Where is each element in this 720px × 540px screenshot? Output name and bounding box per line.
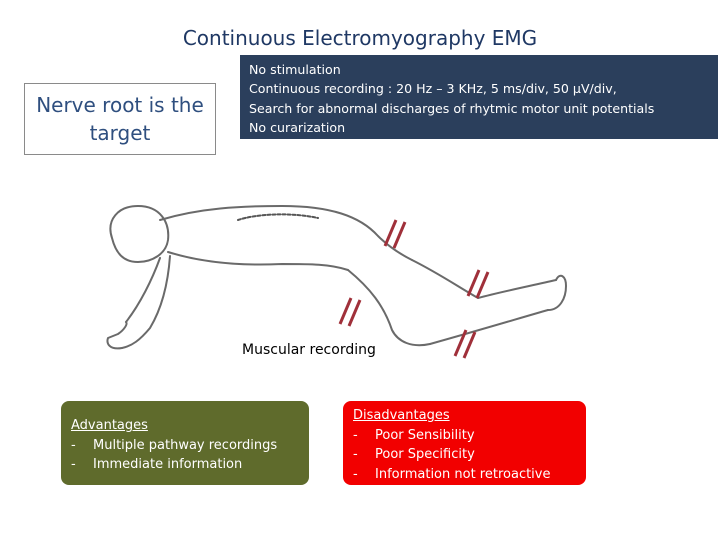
patient-head bbox=[110, 206, 168, 262]
recording-marker bbox=[340, 298, 351, 324]
patient-thigh bbox=[348, 270, 430, 345]
patient-arm-inner bbox=[126, 258, 160, 322]
recording-marker bbox=[385, 220, 396, 246]
advantages-item: -Immediate information bbox=[71, 455, 309, 475]
patient-hand bbox=[108, 322, 127, 348]
page-title: Continuous Electromyography EMG bbox=[0, 26, 720, 50]
recording-marker bbox=[349, 300, 360, 326]
disadvantages-box: Disadvantages -Poor Sensibility -Poor Sp… bbox=[343, 401, 586, 485]
advantages-box: Advantages -Multiple pathway recordings … bbox=[61, 401, 309, 485]
patient-lower-leg bbox=[430, 310, 548, 344]
settings-line: No stimulation bbox=[249, 60, 718, 79]
disadvantages-heading: Disadvantages bbox=[353, 406, 586, 426]
settings-line: Search for abnormal discharges of rhytmi… bbox=[249, 99, 718, 118]
recording-marker bbox=[477, 272, 488, 298]
disadvantages-item-text: Poor Sensibility bbox=[375, 428, 475, 443]
settings-line: No curarization bbox=[249, 118, 718, 137]
target-box-line: target bbox=[36, 119, 204, 147]
recording-marker bbox=[394, 222, 405, 248]
disadvantages-item-text: Information not retroactive bbox=[375, 467, 551, 482]
recording-marker bbox=[455, 330, 466, 356]
figure-caption: Muscular recording bbox=[240, 342, 378, 358]
target-box-line: Nerve root is the bbox=[36, 91, 204, 119]
recording-settings-box: No stimulation Continuous recording : 20… bbox=[240, 55, 718, 139]
disadvantages-item: -Information not retroactive bbox=[353, 465, 586, 485]
advantages-heading: Advantages bbox=[71, 416, 309, 436]
settings-line: Continuous recording : 20 Hz – 3 KHz, 5 … bbox=[249, 79, 718, 98]
disadvantages-item: -Poor Specificity bbox=[353, 445, 586, 465]
incision-mark bbox=[238, 214, 318, 220]
patient-figure bbox=[0, 180, 720, 390]
disadvantages-item-text: Poor Specificity bbox=[375, 447, 475, 462]
advantages-item: -Multiple pathway recordings bbox=[71, 436, 309, 456]
recording-marker bbox=[464, 332, 475, 358]
target-box: Nerve root is the target bbox=[24, 83, 216, 155]
disadvantages-item: -Poor Sensibility bbox=[353, 426, 586, 446]
patient-torso bbox=[168, 252, 348, 270]
patient-arm bbox=[122, 256, 170, 348]
patient-lower-leg-top bbox=[478, 280, 556, 298]
recording-marker bbox=[468, 270, 479, 296]
advantages-item-text: Immediate information bbox=[93, 457, 242, 472]
advantages-item-text: Multiple pathway recordings bbox=[93, 438, 277, 453]
patient-illustration bbox=[0, 180, 720, 390]
recording-markers bbox=[340, 220, 488, 358]
